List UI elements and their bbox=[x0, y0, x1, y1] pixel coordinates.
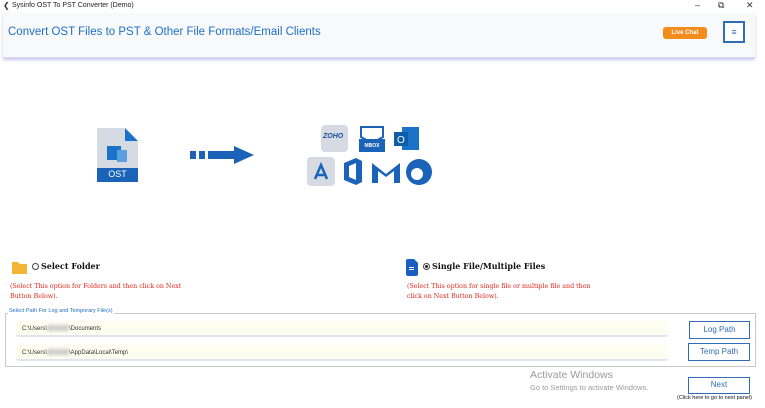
file-hint: (Select This option for single file or m… bbox=[407, 283, 591, 300]
arrow-icon bbox=[190, 146, 254, 169]
ost-file-icon: OST bbox=[97, 128, 138, 182]
log-path-button[interactable]: Log Path bbox=[689, 321, 750, 339]
svg-text:O: O bbox=[397, 135, 405, 146]
folder-icon bbox=[12, 261, 27, 279]
zoho-icon: ZOHO bbox=[321, 125, 348, 152]
redacted-username bbox=[47, 349, 70, 356]
path-fieldset bbox=[5, 313, 756, 367]
live-chat-button[interactable]: Live Chat bbox=[663, 27, 707, 39]
pdf-icon bbox=[307, 157, 335, 186]
title-bar: ❮ Sysinfo OST To PST Converter (Demo) – … bbox=[0, 0, 765, 12]
next-button[interactable]: Next bbox=[688, 377, 750, 394]
temp-path-input[interactable]: C:\Users\\AppData\Local\Temp\ bbox=[16, 345, 668, 361]
menu-button[interactable]: ≡ bbox=[723, 21, 745, 43]
log-path-input[interactable]: C:\Users\\Documents bbox=[16, 321, 668, 337]
gmail-icon bbox=[370, 159, 402, 190]
select-folder-radio[interactable] bbox=[32, 263, 39, 270]
temp-path-button[interactable]: Temp Path bbox=[688, 343, 750, 361]
outlook-icon: O bbox=[393, 125, 420, 152]
close-button[interactable]: ✕ bbox=[746, 0, 754, 10]
path-legend: Select Path For Log and Temporary File(s… bbox=[8, 308, 114, 314]
app-icon: ❮ bbox=[3, 1, 10, 10]
activate-windows-watermark: Activate Windows Go to Settings to activ… bbox=[530, 369, 649, 392]
file-icon bbox=[406, 259, 418, 281]
office365-icon bbox=[340, 157, 365, 191]
restore-button[interactable]: ⧉ bbox=[718, 0, 725, 10]
mbox-icon: MBOX bbox=[358, 125, 386, 152]
window-title: Sysinfo OST To PST Converter (Demo) bbox=[12, 2, 134, 9]
folder-hint: (Select This option for Folders and then… bbox=[10, 283, 182, 300]
single-file-radio[interactable] bbox=[423, 263, 430, 270]
radio-dot bbox=[425, 265, 428, 268]
minimize-button[interactable]: – bbox=[695, 0, 701, 10]
redacted-username bbox=[47, 325, 70, 332]
next-hint: (Click here to go to next panel) bbox=[677, 395, 752, 401]
hamburger-icon: ≡ bbox=[731, 27, 737, 37]
header-panel: Convert OST Files to PST & Other File Fo… bbox=[3, 13, 755, 58]
thunderbird-icon bbox=[405, 158, 433, 191]
page-title: Convert OST Files to PST & Other File Fo… bbox=[8, 26, 321, 38]
single-file-label[interactable]: Single File/Multiple Files bbox=[432, 261, 546, 271]
select-folder-label[interactable]: Select Folder bbox=[41, 261, 100, 271]
